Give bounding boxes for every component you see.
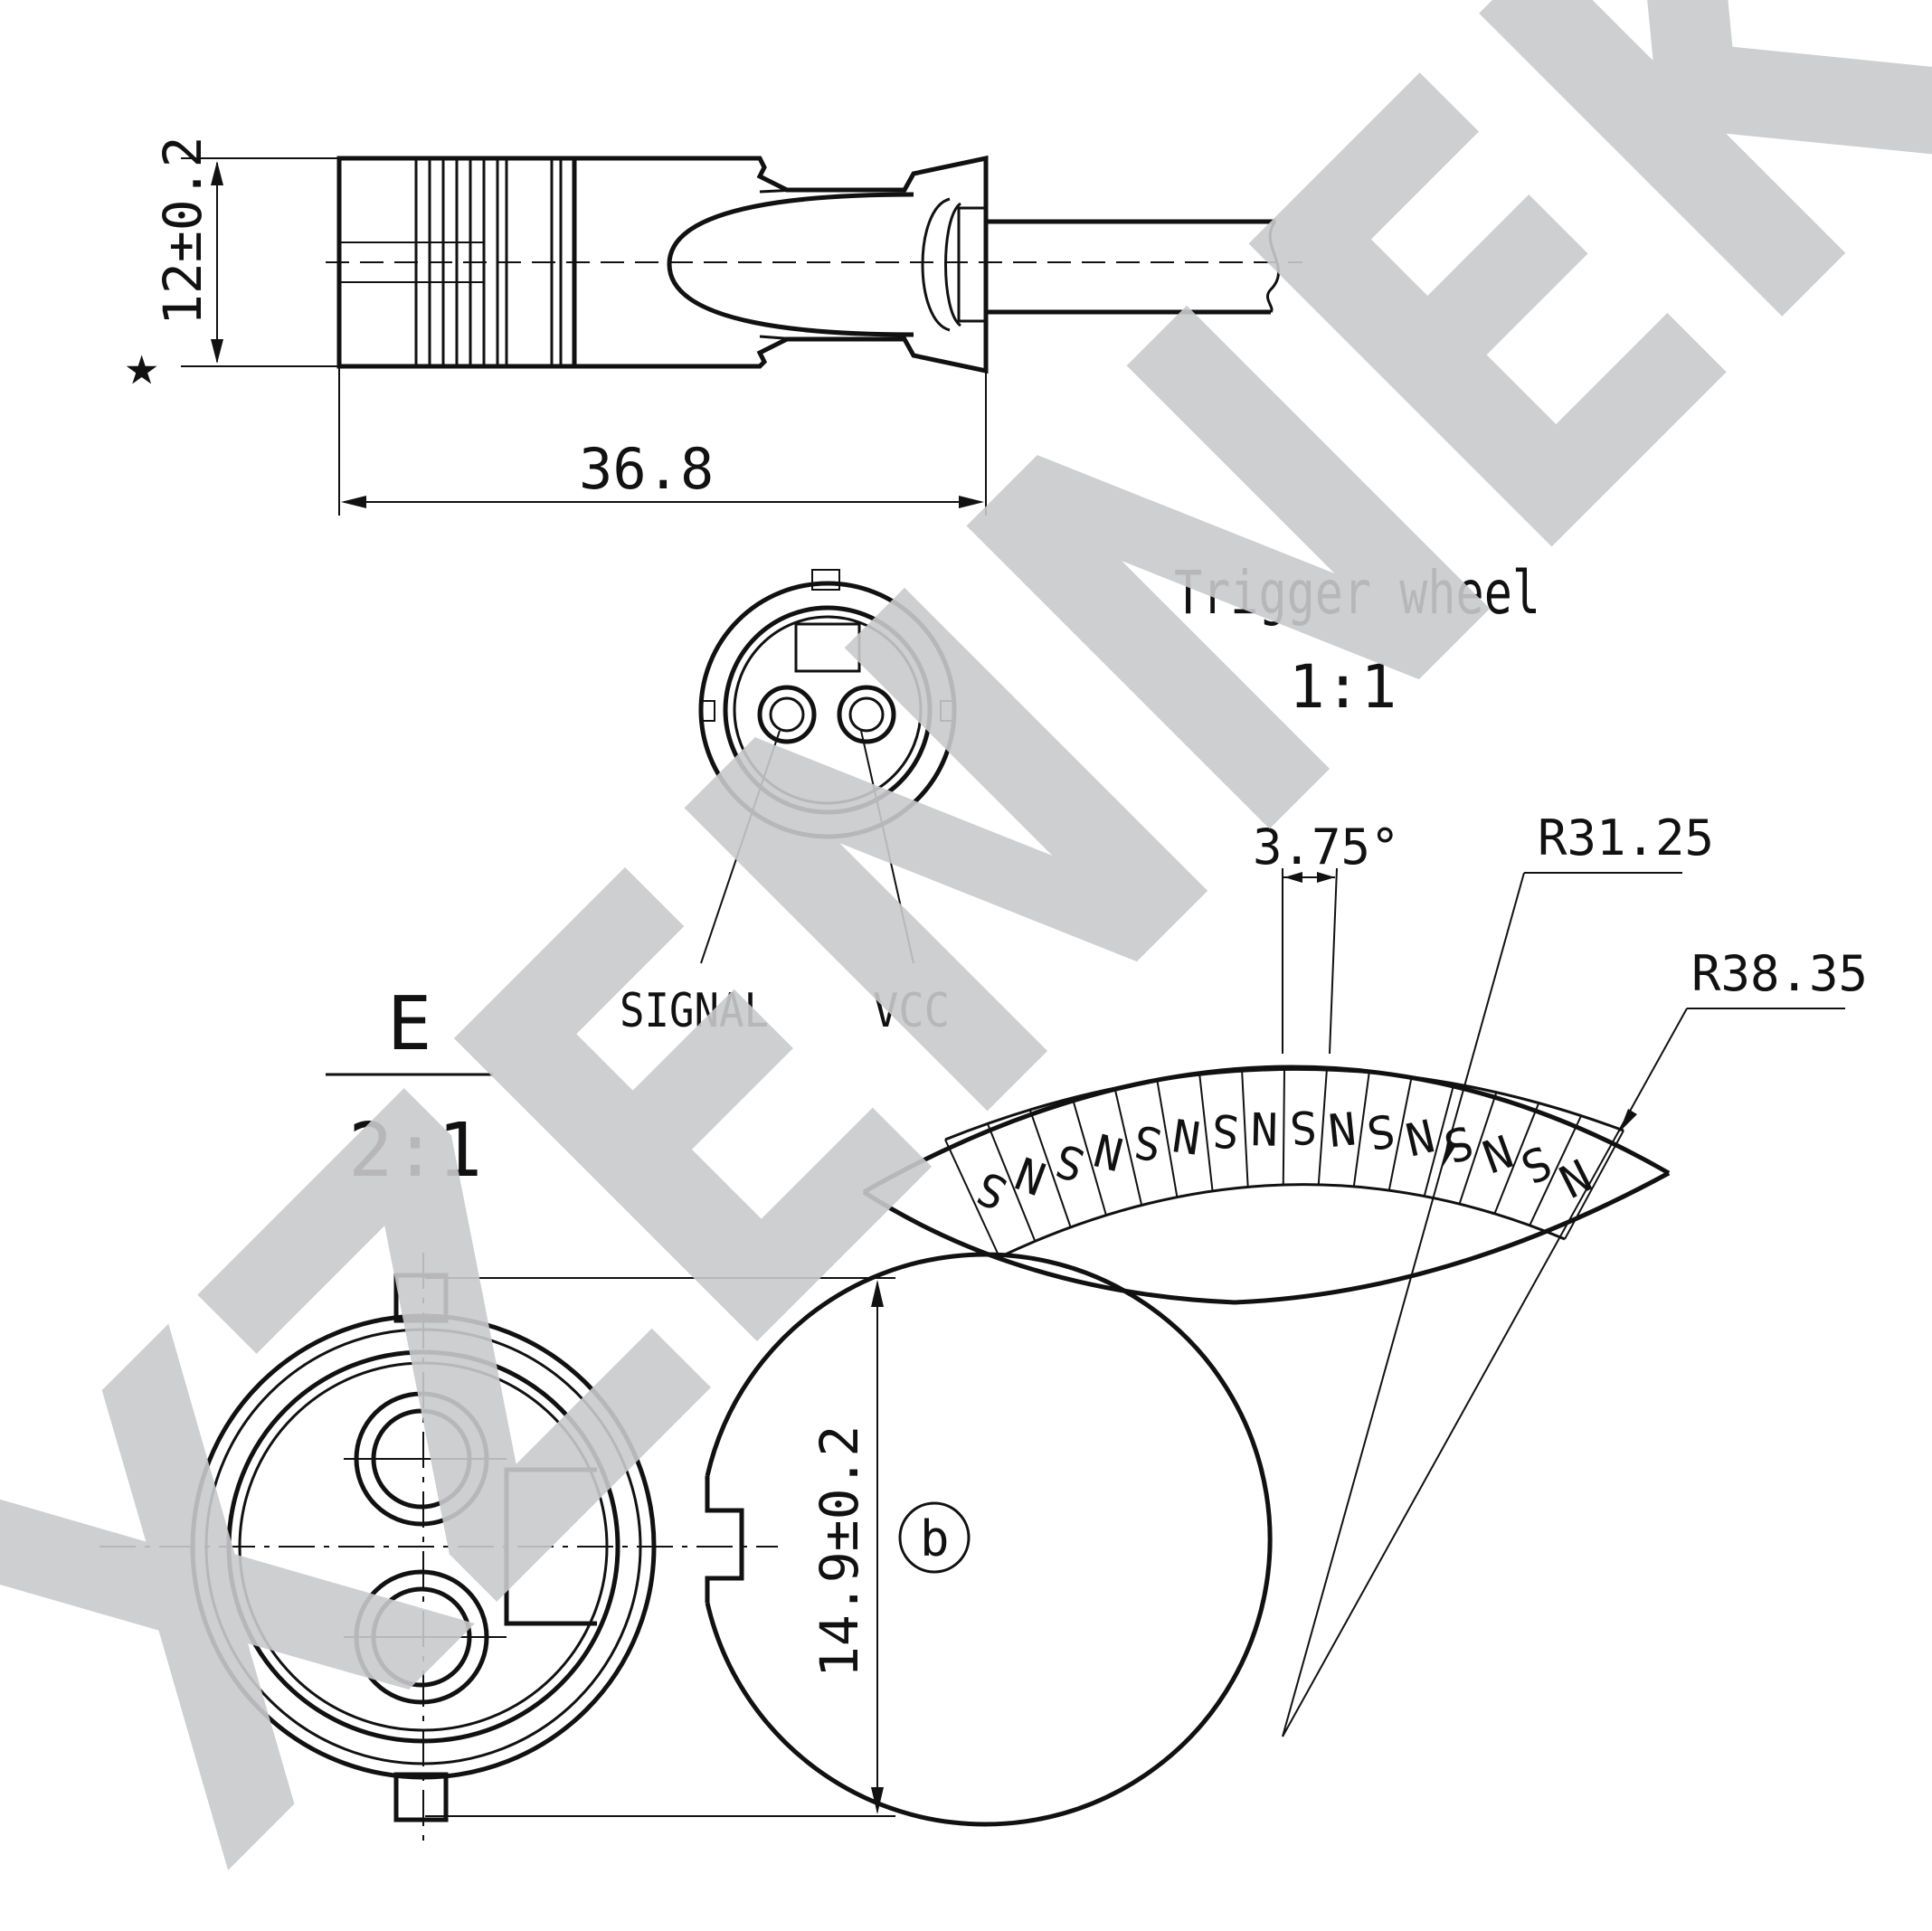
pole-label: N (1400, 1108, 1438, 1165)
pole-label: S (1363, 1103, 1398, 1160)
face-key (794, 622, 861, 673)
pole-label: S (1513, 1135, 1559, 1194)
detail-side-key (705, 1476, 744, 1603)
pole-angle-label: 3.75° (1253, 819, 1400, 876)
callout-circle (898, 1501, 971, 1574)
pole-divider (1352, 1072, 1370, 1188)
outer-radius-label: R38.35 (1691, 945, 1868, 1002)
pole-divider (1529, 1115, 1583, 1226)
cable (986, 219, 1280, 315)
signal-leader (700, 730, 781, 964)
pole-divider (1198, 1074, 1214, 1191)
face-view: SIGNAL VCC (620, 569, 957, 1038)
vcc-leader (860, 730, 914, 964)
trigger-wheel-title: Trigger wheel (1174, 558, 1540, 628)
critical-star-icon: ★ (125, 332, 158, 398)
length-dim-label: 36.8 (579, 436, 714, 502)
vcc-label: VCC (873, 984, 950, 1038)
pole-label: N (1551, 1148, 1599, 1207)
vcc-pin (837, 685, 896, 744)
inner-radius-label: R31.25 (1538, 809, 1714, 866)
pole-divider (1241, 1071, 1249, 1188)
pole-divider (1387, 1076, 1413, 1191)
pole-label: N (1326, 1101, 1359, 1156)
radius-leaders: R31.25 R38.35 (1282, 809, 1868, 1737)
diameter-dim-label: 14.9±0.2 (809, 1425, 870, 1678)
pole-label: S (1210, 1103, 1242, 1158)
pole-label: N (1250, 1102, 1278, 1155)
trigger-wheel-scale: 1:1 (1289, 652, 1397, 722)
pole-divider (1564, 1130, 1624, 1240)
length-dimension: 36.8 (338, 366, 987, 516)
height-dim-label: 12±0.2 (152, 136, 213, 326)
pole-divider (1071, 1097, 1107, 1216)
pole-label: N (1475, 1123, 1519, 1182)
diameter-dimension: 14.9±0.2 b (425, 1277, 971, 1817)
pole-label: S (1289, 1100, 1318, 1153)
detail-view: E 2:1 14.9±0.2 b (99, 981, 1273, 1850)
signal-pin (757, 685, 817, 744)
pole-divider (1458, 1092, 1498, 1205)
pole-divider (1282, 1069, 1285, 1186)
pole-divider (944, 1139, 1000, 1258)
pole-divider (1113, 1087, 1143, 1206)
wheel-lower-arc (862, 1170, 1671, 1305)
bullet-nose (667, 192, 914, 337)
pole-divider (1317, 1069, 1328, 1185)
detail-top-key (393, 1273, 449, 1323)
detail-scale: 2:1 (348, 1108, 482, 1194)
signal-label: SIGNAL (620, 984, 769, 1038)
detail-label: E (387, 981, 431, 1067)
height-dimension: 12±0.2 ★ (125, 136, 339, 398)
side-view: 12±0.2 ★ 36.8 (125, 136, 1302, 516)
callout-label: b (920, 1510, 950, 1567)
pole-divider (1156, 1080, 1179, 1197)
pole-divider (1028, 1109, 1072, 1228)
pole-divider (1493, 1103, 1540, 1215)
detail-bottom-key (393, 1772, 449, 1822)
wheel-outer-arc (862, 1065, 1671, 1195)
pole-divider (986, 1123, 1037, 1242)
pole-divider (1423, 1083, 1455, 1197)
pole-angle-dimension: 3.75° (1253, 819, 1400, 1055)
